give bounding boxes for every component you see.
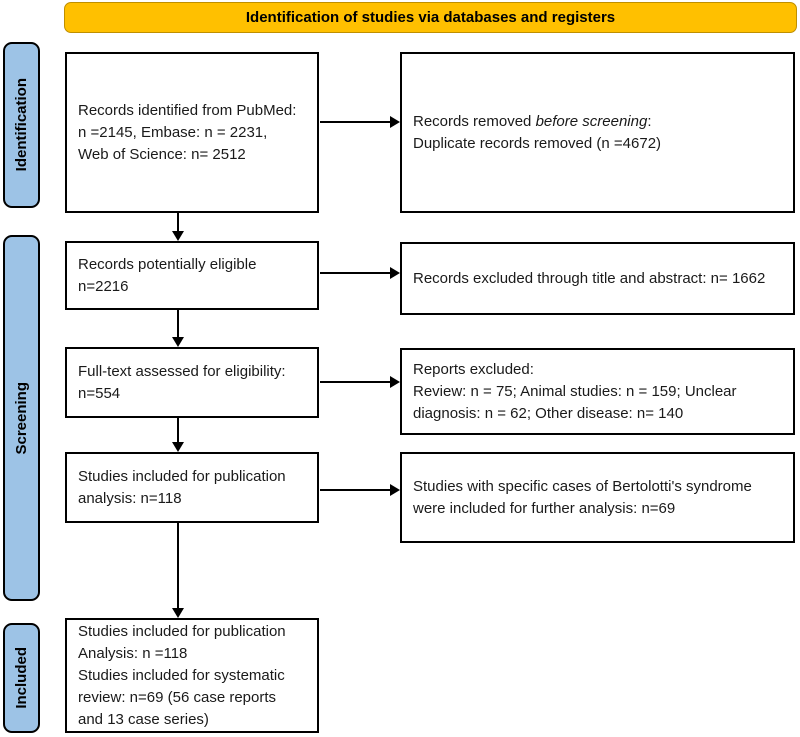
down-arrow-head-icon (172, 231, 184, 241)
down-arrow-line (177, 213, 179, 232)
box-text-line: n=554 (78, 384, 121, 402)
box-publication-analysis: Studies included for publication analysi… (65, 452, 319, 523)
box-text-line: Records potentially eligible (78, 255, 257, 273)
right-arrow-head-icon (390, 116, 400, 128)
box-final-included: Studies included for publication Analysi… (65, 618, 319, 733)
box-reports-excluded: Reports excluded: Review: n = 75; Animal… (400, 348, 795, 435)
stage-label-identification: Identification (3, 42, 40, 208)
box-text-line: Duplicate records removed (n =4672) (413, 134, 662, 152)
box-text-line: Records identified from PubMed: (78, 101, 297, 119)
stage-label-text: Screening (13, 381, 30, 455)
box-text-segment: Records removed (413, 112, 536, 130)
box-text-line: Studies included for publication (78, 467, 286, 485)
box-fulltext-assessed: Full-text assessed for eligibility: n=55… (65, 347, 319, 418)
box-records-removed: Records removed before screening: Duplic… (400, 52, 795, 213)
right-arrow-line (320, 272, 391, 274)
box-text-line: Studies included for publication (78, 622, 286, 640)
box-text-segment: : (647, 112, 652, 130)
right-arrow-line (320, 121, 391, 123)
stage-label-text: Included (13, 647, 30, 709)
box-text-line: analysis: n=118 (78, 489, 182, 507)
down-arrow-line (177, 310, 179, 338)
diagram-title: Identification of studies via databases … (245, 9, 616, 26)
right-arrow-head-icon (390, 267, 400, 279)
box-text-line: Full-text assessed for eligibility: (78, 362, 286, 380)
box-text-italic: before screening (535, 112, 648, 130)
title-banner: Identification of studies via databases … (64, 2, 797, 33)
stage-label-included: Included (3, 623, 40, 733)
box-text-line: Analysis: n =118 (78, 644, 188, 662)
right-arrow-line (320, 489, 391, 491)
box-text-line: Records excluded through title and abstr… (413, 269, 766, 287)
box-text-line: review: n=69 (56 case reports (78, 688, 277, 706)
right-arrow-line (320, 381, 391, 383)
box-text-line: diagnosis: n = 62; Other disease: n= 140 (413, 404, 684, 422)
right-arrow-head-icon (390, 484, 400, 496)
box-text-line: Studies included for systematic (78, 666, 285, 684)
down-arrow-line (177, 418, 179, 443)
box-text-line: Web of Science: n= 2512 (78, 145, 246, 163)
box-text-line: were included for further analysis: n=69 (413, 499, 676, 517)
box-text-line: and 13 case series) (78, 710, 209, 728)
right-arrow-head-icon (390, 376, 400, 388)
box-records-excluded: Records excluded through title and abstr… (400, 242, 795, 315)
box-text-line: Studies with specific cases of Bertolott… (413, 477, 752, 495)
box-text-line: Reports excluded: (413, 360, 534, 378)
down-arrow-head-icon (172, 608, 184, 618)
box-text-line: n =2145, Embase: n = 2231, (78, 123, 268, 141)
box-text-line: n=2216 (78, 277, 129, 295)
stage-label-screening: Screening (3, 235, 40, 601)
down-arrow-head-icon (172, 337, 184, 347)
down-arrow-head-icon (172, 442, 184, 452)
stage-label-text: Identification (13, 78, 30, 172)
down-arrow-line (177, 523, 179, 609)
box-records-eligible: Records potentially eligible n=2216 (65, 241, 319, 310)
box-bertolotti-cases: Studies with specific cases of Bertolott… (400, 452, 795, 543)
box-text-line: Records removed before screening: (413, 111, 785, 133)
box-records-identified: Records identified from PubMed: n =2145,… (65, 52, 319, 213)
box-text-line: Review: n = 75; Animal studies: n = 159;… (413, 382, 737, 400)
